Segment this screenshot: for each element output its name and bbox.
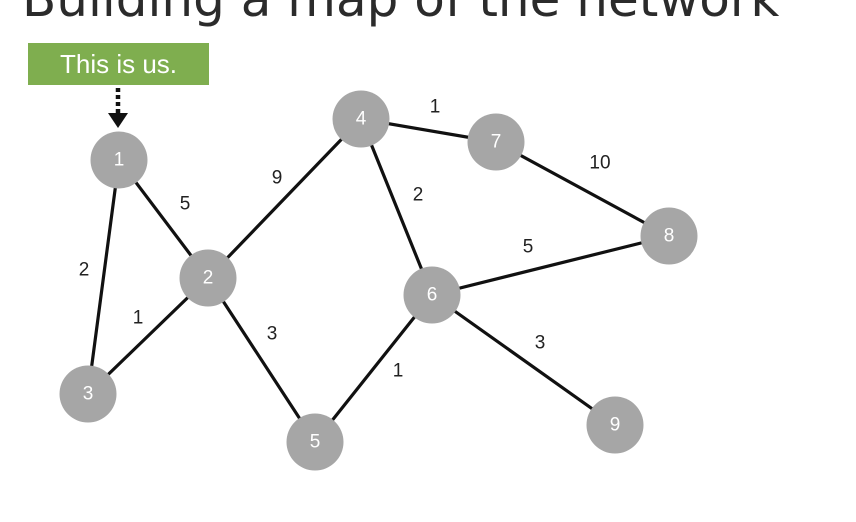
edge-weight-6-9: 3 <box>535 333 546 354</box>
node-circle-4 <box>332 90 390 148</box>
edge-weight-4-6: 2 <box>413 185 424 206</box>
node-circle-9 <box>586 396 644 454</box>
nodes-layer: 1 2 3 4 5 6 7 8 9 <box>59 90 698 471</box>
node-circle-5 <box>286 413 344 471</box>
node-2: 2 <box>179 249 237 307</box>
node-label-7: 7 <box>491 132 502 153</box>
edge-weight-2-4: 9 <box>272 168 283 189</box>
node-circle-1 <box>90 131 148 189</box>
edge-weight-1-3: 2 <box>79 260 90 281</box>
edge-5-6 <box>313 293 434 444</box>
edge-4-6 <box>359 117 434 297</box>
edge-weight-6-8: 5 <box>523 237 534 258</box>
node-6: 6 <box>403 266 461 324</box>
edge-weight-2-3: 1 <box>133 308 144 329</box>
node-label-3: 3 <box>83 384 94 405</box>
node-circle-7 <box>467 113 525 171</box>
edge-6-8 <box>430 234 671 297</box>
node-label-9: 9 <box>610 415 621 436</box>
node-1: 1 <box>90 131 148 189</box>
edge-weight-7-8: 10 <box>589 153 610 174</box>
weights-layer: 5 2 1 9 3 1 2 10 5 1 3 <box>79 97 611 382</box>
pointer-arrowhead <box>108 113 128 128</box>
node-3: 3 <box>59 365 117 423</box>
node-label-5: 5 <box>310 432 321 453</box>
node-9: 9 <box>586 396 644 454</box>
node-8: 8 <box>640 207 698 265</box>
node-label-2: 2 <box>203 268 214 289</box>
node-circle-8 <box>640 207 698 265</box>
this-is-us-label: This is us. <box>28 43 209 85</box>
edges-layer <box>86 117 671 444</box>
node-circle-2 <box>179 249 237 307</box>
node-label-4: 4 <box>356 109 367 130</box>
slide-title: Building a map of the network <box>22 0 779 28</box>
node-7: 7 <box>467 113 525 171</box>
node-label-1: 1 <box>114 150 125 171</box>
node-label-6: 6 <box>427 285 438 306</box>
node-label-8: 8 <box>664 226 675 247</box>
node-circle-6 <box>403 266 461 324</box>
edge-2-5 <box>206 276 317 444</box>
edge-weight-2-5: 3 <box>267 324 278 345</box>
edge-7-8 <box>494 140 671 238</box>
edge-1-3 <box>86 158 121 396</box>
node-circle-3 <box>59 365 117 423</box>
edge-6-9 <box>430 293 617 427</box>
node-5: 5 <box>286 413 344 471</box>
edge-2-4 <box>206 117 363 280</box>
edge-weight-4-7: 1 <box>430 97 441 118</box>
edge-weight-1-2: 5 <box>180 194 191 215</box>
node-4: 4 <box>332 90 390 148</box>
edge-weight-5-6: 1 <box>393 361 404 382</box>
